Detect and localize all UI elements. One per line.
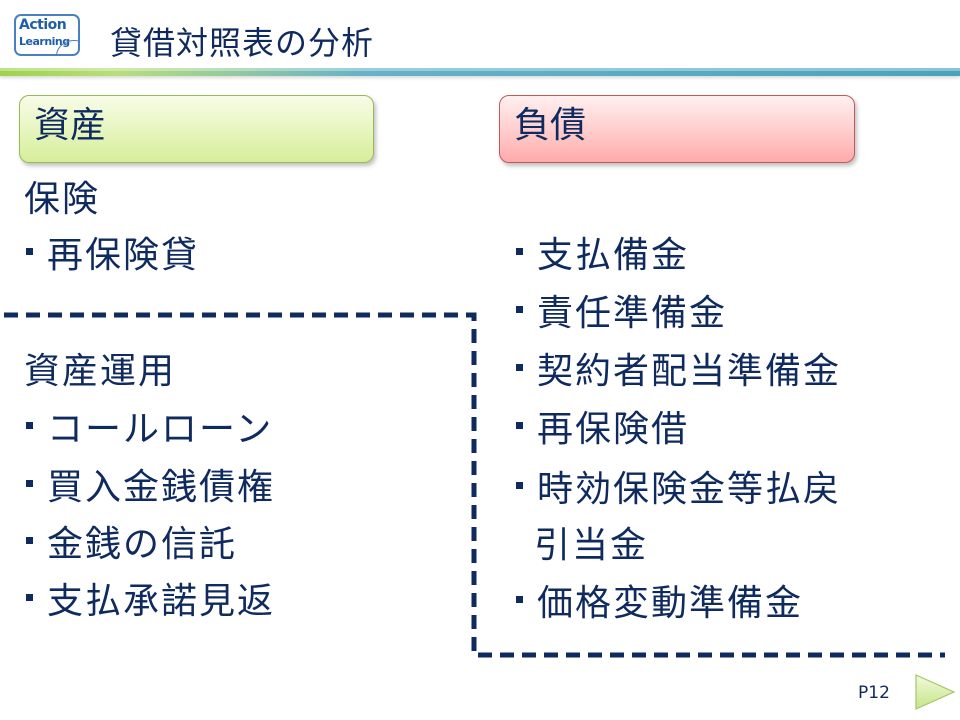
bullet-icon xyxy=(516,363,523,371)
insurance-section-title: 保険 xyxy=(24,179,101,220)
list-item: 価格変動準備金 xyxy=(516,584,803,624)
bullet-icon xyxy=(26,421,33,429)
list-item: 時効保険金等払戻 xyxy=(516,470,841,510)
list-item: 買入金銭債権 xyxy=(26,468,275,508)
bullet-icon xyxy=(516,247,523,255)
list-item: 支払承諾見返 xyxy=(26,582,275,622)
page-title: 貸借対照表の分析 xyxy=(110,24,375,62)
next-arrow-icon[interactable] xyxy=(912,672,958,712)
list-item: 再保険借 xyxy=(516,410,689,450)
bullet-icon xyxy=(516,595,523,603)
bullet-icon xyxy=(516,421,523,429)
bullet-icon xyxy=(26,536,33,544)
header-divider xyxy=(0,68,960,76)
logo-text-learning: Learning xyxy=(19,35,70,48)
assets-header-label: 資産 xyxy=(34,105,107,146)
bullet-icon xyxy=(26,247,33,255)
bullet-icon xyxy=(516,305,523,313)
liabilities-header: 負債 xyxy=(499,95,855,163)
list-item: 金銭の信託 xyxy=(26,525,237,565)
list-item: 支払備金 xyxy=(516,236,689,276)
bullet-icon xyxy=(26,479,33,487)
list-item: 責任準備金 xyxy=(516,294,727,334)
list-item-continuation: 引当金 xyxy=(534,525,649,566)
list-item: コールローン xyxy=(26,410,273,450)
list-item: 契約者配当準備金 xyxy=(516,352,841,392)
action-learning-logo: Action Learning xyxy=(14,14,80,56)
bullet-icon xyxy=(516,481,523,489)
investment-section-title: 資産運用 xyxy=(24,351,177,392)
liabilities-header-label: 負債 xyxy=(514,105,587,146)
list-item: 再保険貸 xyxy=(26,236,199,276)
bullet-icon xyxy=(26,593,33,601)
assets-header: 資産 xyxy=(19,95,374,163)
logo-text-action: Action xyxy=(19,17,67,33)
page-number: P12 xyxy=(858,683,890,703)
